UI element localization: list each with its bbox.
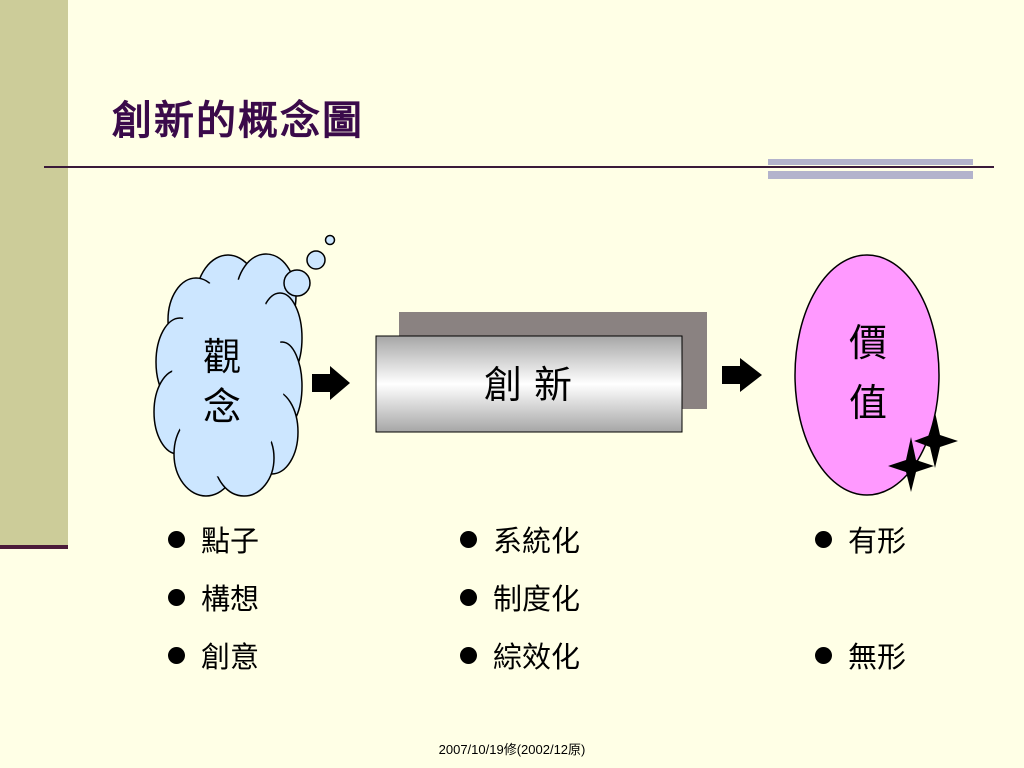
title-accent-bar-top — [768, 159, 973, 165]
list-item: 點子 — [168, 522, 259, 558]
innovation-box: 創 新 — [375, 312, 707, 433]
sparkle-icon — [914, 412, 958, 468]
left-decor-band — [0, 0, 68, 548]
idea-label-line1: 觀 — [203, 335, 241, 379]
value-oval: 價 值 — [794, 254, 958, 496]
bullet-dot-icon — [815, 530, 832, 548]
bullet-dot-icon — [168, 530, 185, 548]
list-item: 無形 — [815, 638, 906, 674]
list-item-text: 有形 — [848, 524, 907, 558]
thought-bubble-medium — [306, 250, 326, 270]
list-item: 系統化 — [460, 522, 580, 558]
bullet-dot-icon — [460, 646, 477, 664]
list-item: 構想 — [168, 580, 259, 616]
thought-bubble-small — [324, 234, 336, 246]
list-item: 綜效化 — [460, 638, 580, 674]
right-arrow-icon — [722, 358, 762, 392]
innovation-label: 創 新 — [484, 363, 572, 407]
innovation-box-face — [375, 335, 683, 433]
title-rule — [44, 166, 994, 168]
list-item-text: 創意 — [201, 640, 260, 674]
right-arrow-icon — [312, 366, 350, 400]
sparkle-icon — [888, 437, 934, 492]
thought-cloud: 觀 念 — [153, 234, 336, 497]
idea-label-line2: 念 — [203, 385, 241, 429]
slide-title: 創新的概念圖 — [112, 97, 364, 144]
list-item-text: 無形 — [848, 640, 907, 674]
list-item-text: 構想 — [201, 582, 260, 616]
list-item: 制度化 — [460, 580, 580, 616]
bullet-dot-icon — [168, 588, 185, 606]
bullet-dot-icon — [815, 646, 832, 664]
list-item-text: 綜效化 — [493, 640, 581, 674]
bullet-dot-icon — [460, 588, 477, 606]
list-item-text: 點子 — [201, 524, 260, 558]
value-label-line2: 值 — [849, 381, 887, 425]
list-item-text: 制度化 — [493, 582, 581, 616]
list-item-text: 系統化 — [493, 524, 581, 558]
title-accent-bar-bottom — [768, 171, 973, 179]
list-item: 有形 — [815, 522, 906, 558]
left-decor-line — [0, 545, 68, 549]
bullet-dot-icon — [460, 530, 477, 548]
slide-footer: 2007/10/19修(2002/12原) — [438, 742, 586, 757]
bullet-dot-icon — [168, 646, 185, 664]
list-item: 創意 — [168, 638, 259, 674]
thought-bubble-large — [283, 269, 311, 297]
value-label-line1: 價 — [849, 321, 887, 365]
